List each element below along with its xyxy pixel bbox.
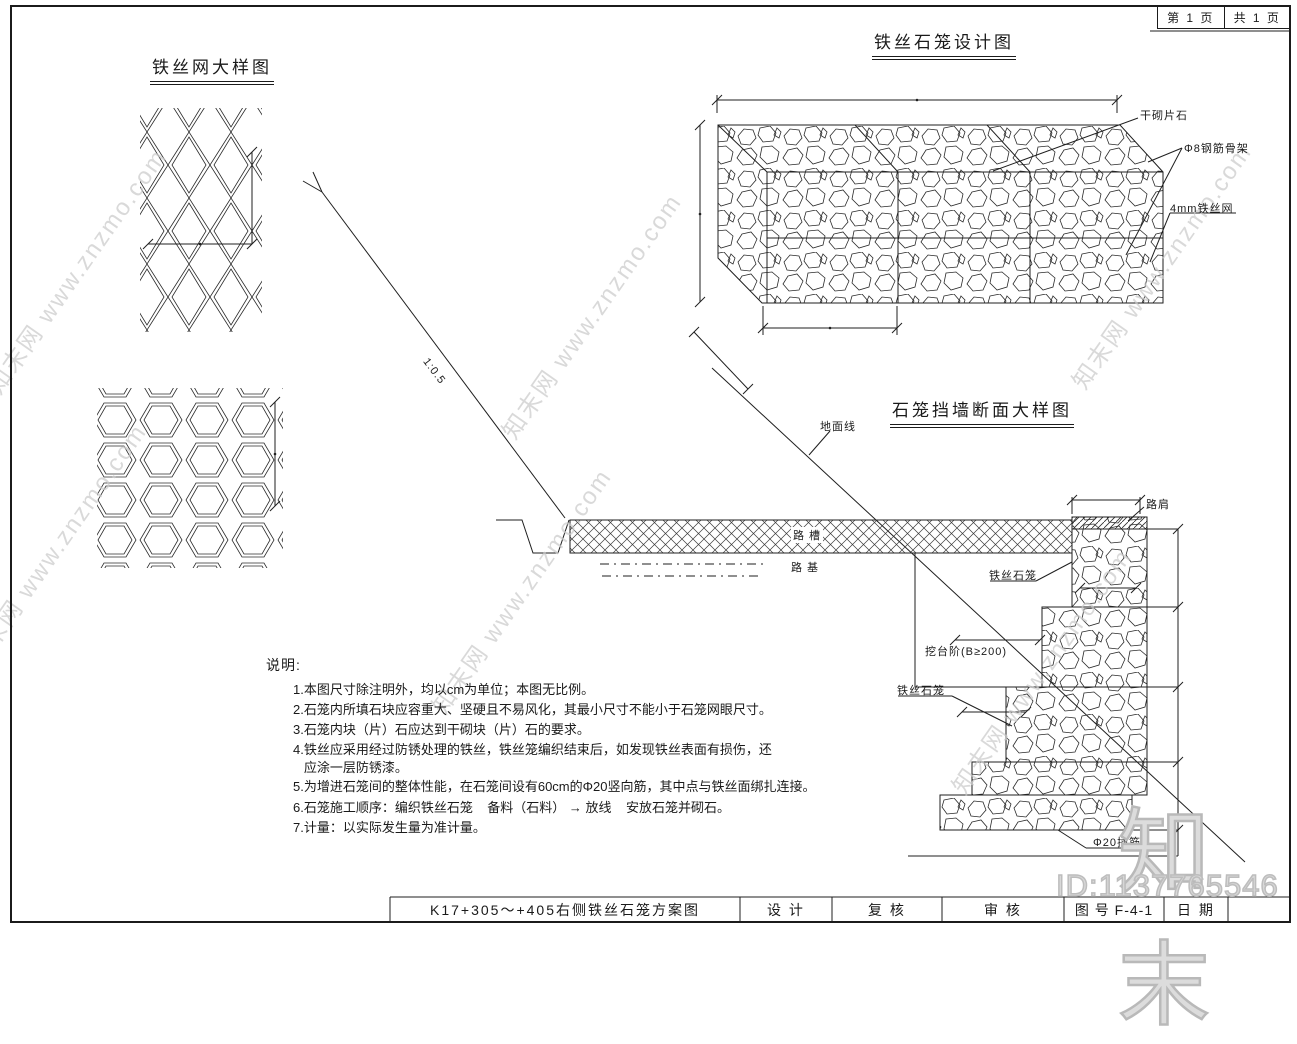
titleblock-drawing-name: K17+305～+405右侧铁丝石笼方案图: [430, 902, 700, 918]
label-dry-stone: 干砌片石: [1140, 110, 1188, 122]
slope-line: [302, 171, 566, 519]
cad-drawing-page: { "page_header": { "current": "第 1 页", "…: [0, 5, 1291, 1039]
title-mesh-detail: 铁丝网大样图: [150, 53, 274, 85]
title-gabion-design: 铁丝石笼设计图: [872, 28, 1016, 60]
label-dowel: Φ20插筋: [1093, 837, 1142, 849]
note-line: 2.石笼内所填石块应容重大、坚硬且不易风化，其最小尺寸不能小于石笼网眼尺寸。: [293, 702, 772, 717]
note-line: 1.本图尺寸除注明外，均以cm为单位；本图无比例。: [293, 682, 595, 697]
page-counter-box: 第 1 页 共 1 页: [1157, 6, 1291, 29]
label-step-excavation: 挖台阶(B≥200): [925, 646, 1008, 658]
titleblock-check-label: 复 核: [868, 902, 906, 918]
label-wire-mesh: 4mm铁丝网: [1170, 203, 1234, 215]
note-line: 3.石笼内块（片）石应达到干砌块（片）石的要求。: [293, 722, 590, 737]
label-road-trough: 路 槽: [791, 527, 824, 543]
titleblock-review-label: 审 核: [984, 902, 1022, 918]
titleblock-number-cell: 图 号 F-4-1: [1064, 900, 1164, 920]
page-total: 共 1 页: [1223, 7, 1291, 28]
titleblock-design-label: 设 计: [767, 902, 805, 918]
mesh-detail-hex: [97, 388, 283, 568]
notes-heading: 说明:: [266, 657, 301, 673]
gabion-design-view: [688, 94, 1236, 395]
label-gabion-lower: 铁丝石笼: [897, 685, 945, 697]
page-number: 第 1 页: [1167, 11, 1215, 25]
note-line: 4.铁丝应采用经过防锈处理的铁丝，铁丝笼编织结束后，如发现铁丝表面有损伤，还: [293, 742, 772, 757]
titleblock-number-label: 图 号: [1074, 902, 1110, 918]
label-ground-line: 地面线: [820, 421, 856, 433]
note-line: 5.为增进石笼间的整体性能，在石笼间设有60cm的Φ20竖向筋，其中点与铁丝面绑…: [293, 779, 816, 794]
label-rebar-frame: Φ8钢筋骨架: [1184, 143, 1249, 155]
title-wall-section: 石笼挡墙断面大样图: [890, 396, 1074, 428]
mesh-detail-diamond: [140, 108, 262, 332]
label-shoulder: 路肩: [1146, 499, 1170, 511]
titleblock-date-label: 日 期: [1177, 902, 1215, 918]
label-roadbed: 路 基: [791, 562, 820, 574]
titleblock-drawing-number: F-4-1: [1114, 902, 1154, 918]
drawing-linework: [97, 30, 1291, 921]
note-line: 6.石笼施工顺序：编织铁丝石笼 备料（石料） → 放线 安放石笼并砌石。: [293, 800, 730, 815]
note-line: 应涂一层防锈漆。: [293, 760, 408, 775]
title-block-lines: [389, 30, 1291, 921]
note-line: 7.计量：以实际发生量为准计量。: [293, 820, 486, 835]
wall-section-view: [496, 367, 1246, 863]
label-gabion-upper: 铁丝石笼: [989, 570, 1037, 582]
